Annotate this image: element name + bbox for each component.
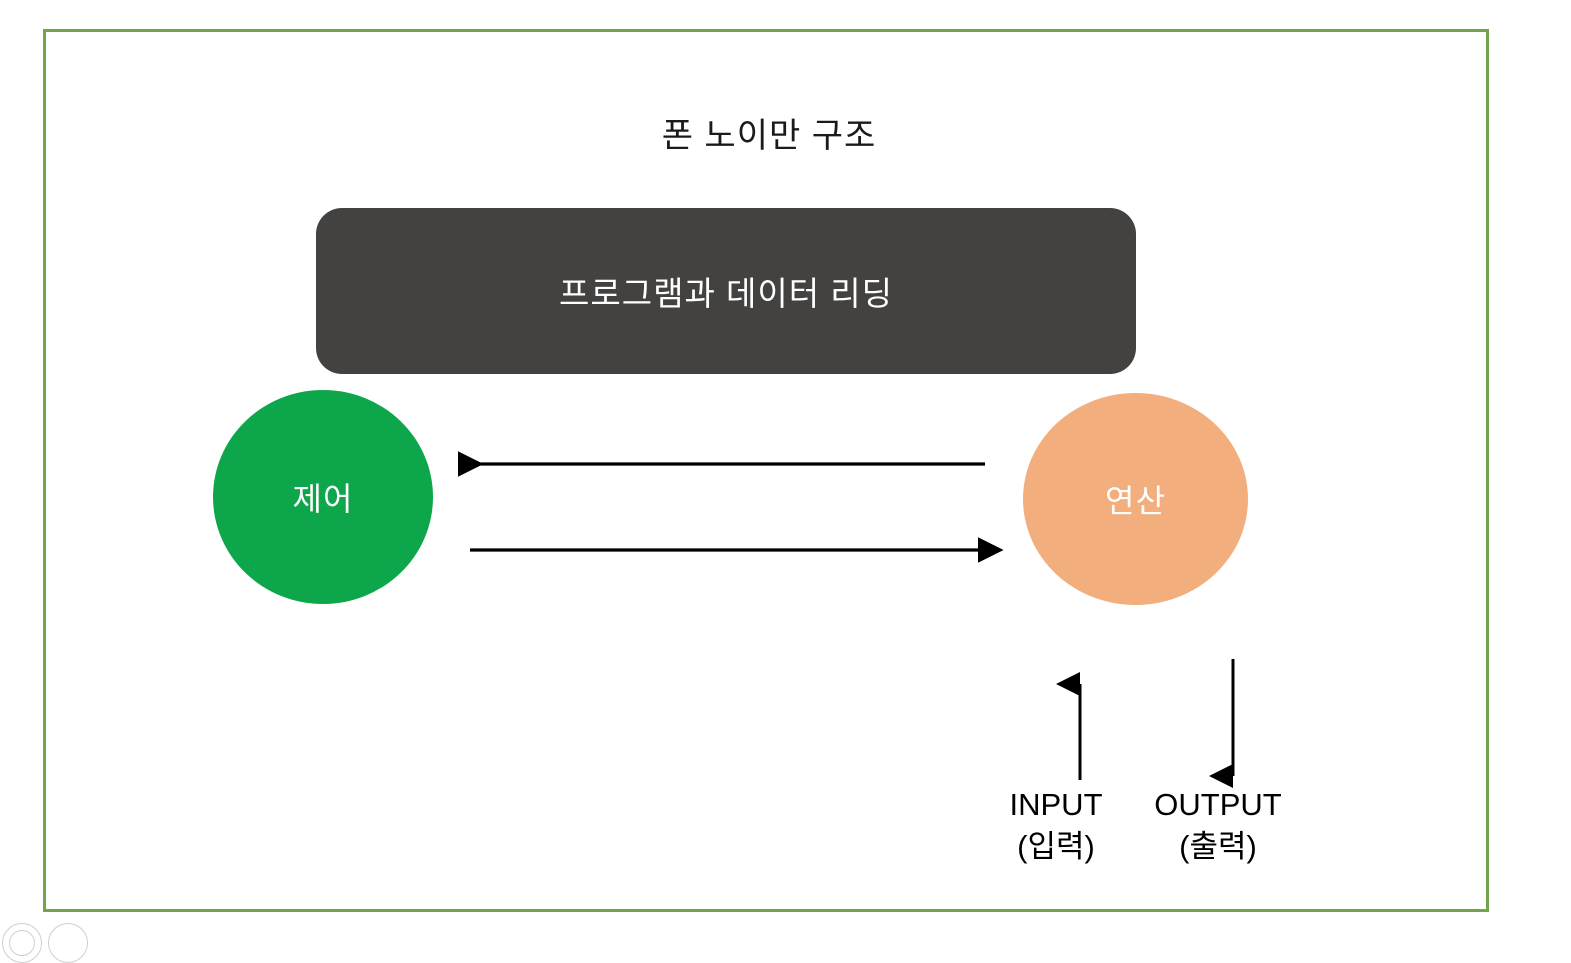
input-label-group: INPUT (입력) [976,784,1136,868]
memory-block-label: 프로그램과 데이터 리딩 [559,275,893,312]
arithmetic-unit-label: 연산 [1105,483,1166,519]
input-title: INPUT [1009,787,1103,822]
control-unit-node[interactable]: 제어 [213,390,433,604]
output-subtitle: (출력) [1179,828,1257,864]
output-title: OUTPUT [1154,787,1282,822]
page-title: 폰 노이만 구조 [661,117,877,155]
corner-circle-second-icon [48,923,88,963]
output-label-group: OUTPUT (출력) [1128,784,1308,868]
control-unit-label: 제어 [292,481,354,517]
memory-block[interactable]: 프로그램과 데이터 리딩 [316,208,1136,374]
corner-circle-inner-icon [9,930,35,956]
slide-frame: 폰 노이만 구조 프로그램과 데이터 리딩 제어 연산 [43,29,1489,912]
arithmetic-unit-node[interactable]: 연산 [1023,393,1248,605]
input-subtitle: (입력) [1017,828,1095,864]
